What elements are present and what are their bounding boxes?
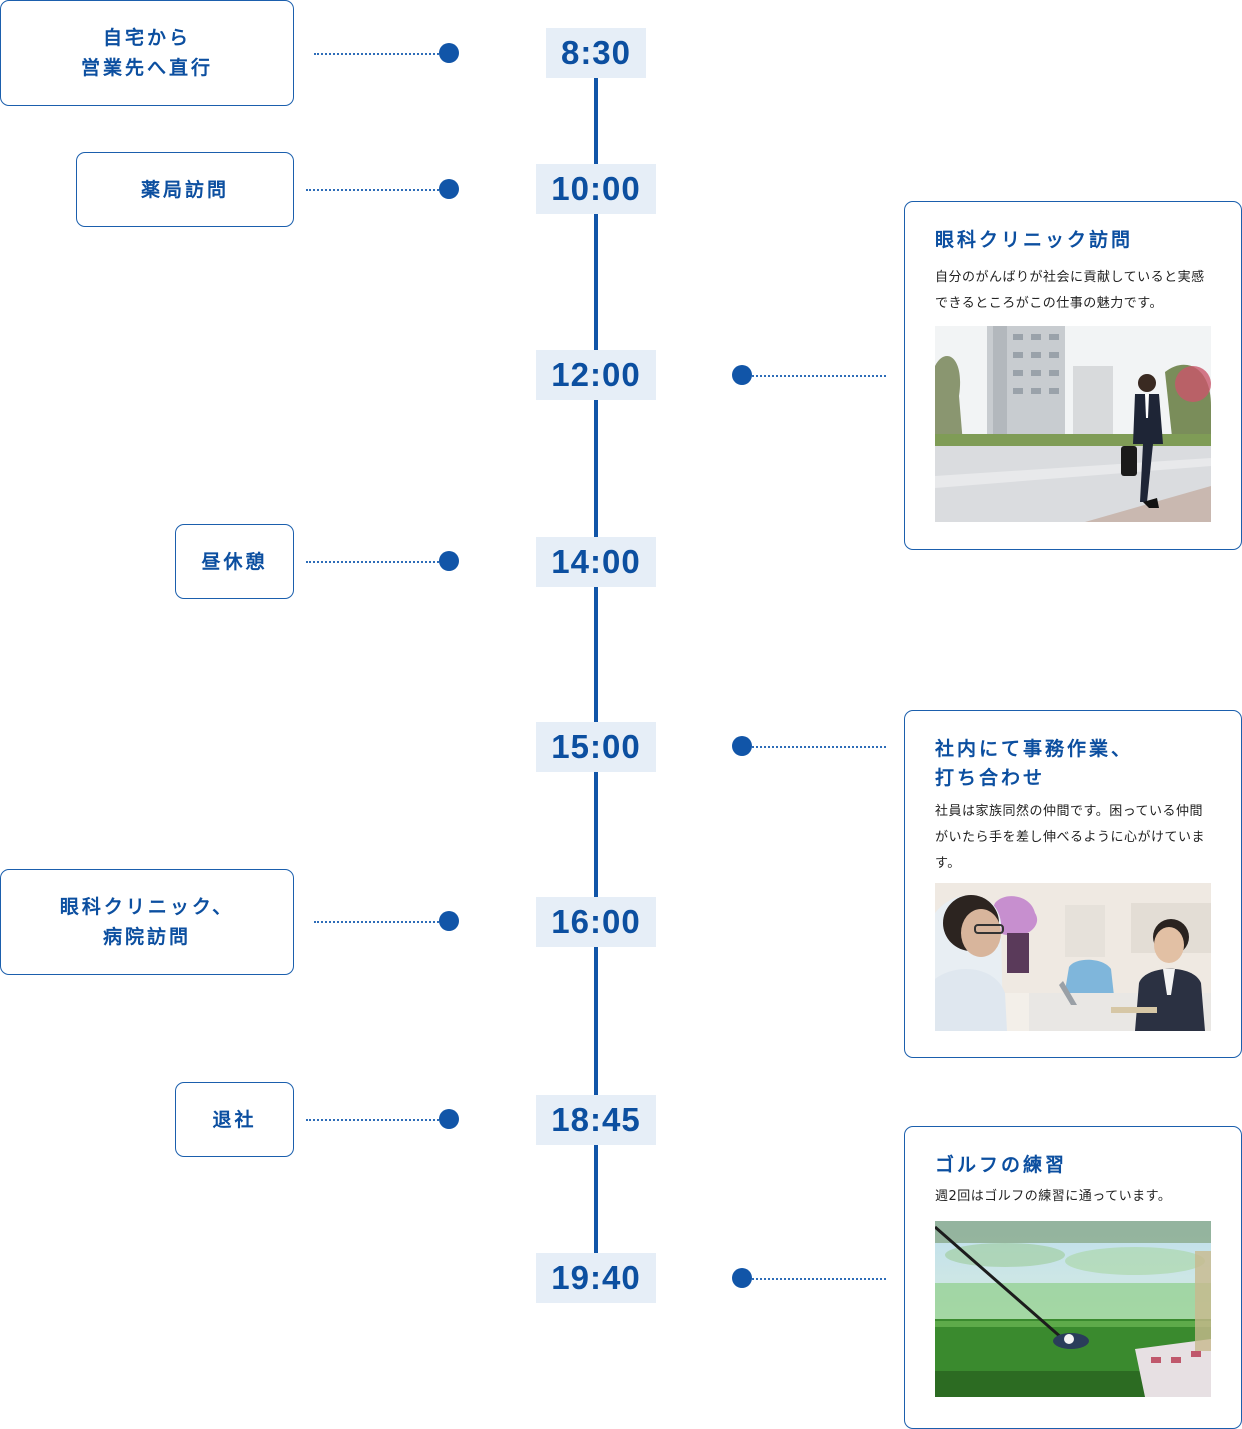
connector-line <box>752 375 886 377</box>
connector-line <box>306 561 442 563</box>
connector-line <box>306 189 442 191</box>
timeline-dot <box>439 43 459 63</box>
event-description: 週2回はゴルフの練習に通っています。 <box>935 1189 1172 1204</box>
event-title: ゴルフの練習 <box>935 1154 1068 1176</box>
connector-line <box>314 53 442 55</box>
connector-line <box>314 921 442 923</box>
event-card-right: ゴルフの練習 週2回はゴルフの練習に通っています。 <box>904 1126 1242 1429</box>
event-card-right: 眼科クリニック訪問 自分のがんばりが社会に貢献していると実感できるところがこの仕… <box>904 201 1242 550</box>
timeline-dot <box>732 736 752 756</box>
event-card-left: 眼科クリニック、 病院訪問 <box>0 869 294 975</box>
timeline-dot <box>732 1268 752 1288</box>
time-label: 8:30 <box>546 28 646 78</box>
time-label: 12:00 <box>536 350 656 400</box>
event-description: 自分のがんばりが社会に貢献していると実感できるところがこの仕事の魅力です。 <box>935 270 1205 311</box>
event-card-left: 退社 <box>175 1082 294 1157</box>
event-description: 社員は家族同然の仲間です。困っている仲間がいたら手を差し伸べるように心がけていま… <box>935 804 1206 871</box>
photo-businessman-walking <box>935 326 1211 522</box>
event-card-left: 自宅から 営業先へ直行 <box>0 0 294 106</box>
event-card-right: 社内にて事務作業、 打ち合わせ 社員は家族同然の仲間です。困っている仲間がいたら… <box>904 710 1242 1058</box>
timeline-dot <box>439 911 459 931</box>
connector-line <box>306 1119 442 1121</box>
connector-line <box>752 746 886 748</box>
event-title: 社内にて事務作業、 打ち合わせ <box>935 738 1134 789</box>
event-card-left: 昼休憩 <box>175 524 294 599</box>
time-label: 18:45 <box>536 1095 656 1145</box>
timeline-axis <box>594 52 598 1278</box>
photo-golf-practice <box>935 1221 1211 1397</box>
connector-line <box>752 1278 886 1280</box>
timeline-dot <box>439 179 459 199</box>
event-card-left: 薬局訪問 <box>76 152 294 227</box>
time-label: 10:00 <box>536 164 656 214</box>
time-label: 14:00 <box>536 537 656 587</box>
photo-office-meeting <box>935 883 1211 1031</box>
time-label: 19:40 <box>536 1253 656 1303</box>
timeline-dot <box>439 1109 459 1129</box>
event-title: 眼科クリニック訪問 <box>935 229 1134 251</box>
time-label: 16:00 <box>536 897 656 947</box>
timeline-dot <box>732 365 752 385</box>
time-label: 15:00 <box>536 722 656 772</box>
timeline-dot <box>439 551 459 571</box>
